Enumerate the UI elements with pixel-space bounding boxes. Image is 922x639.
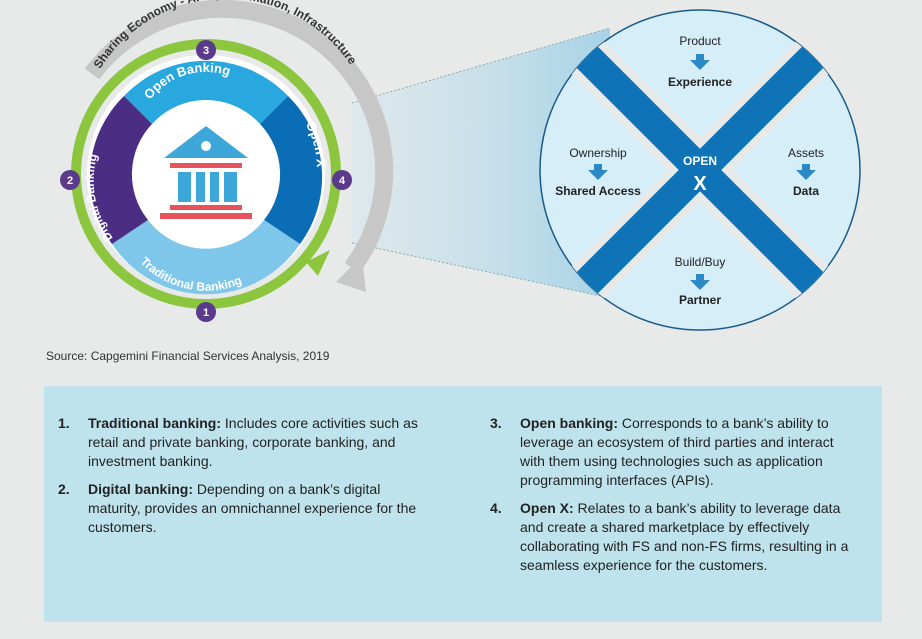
definition-number: 4. [490, 500, 502, 516]
definition-item: 3. Open banking: Corresponds to a bank’s … [490, 414, 860, 490]
quadrant-top-from: Product [679, 34, 721, 48]
source-note: Source: Capgemini Financial Services Ana… [46, 349, 330, 363]
definition-term: Open banking: [520, 415, 618, 431]
badge-4: 4 [332, 170, 352, 190]
definition-number: 2. [58, 481, 70, 497]
quadrant-left-from: Ownership [569, 146, 627, 160]
quadrant-bottom-to: Partner [679, 293, 721, 307]
connector-line-top [351, 27, 611, 104]
definitions-column-right: 3. Open banking: Corresponds to a bank’s … [490, 414, 860, 584]
definition-text: Corresponds to a bank’s ability to lever… [520, 415, 834, 488]
open-x-diagram: Sharing Economy - APIS, Information, Inf… [60, 0, 861, 331]
open-x-center-bottom: X [693, 173, 707, 195]
svg-text:1: 1 [203, 307, 209, 319]
quadrant-right-from: Assets [788, 146, 824, 160]
quadrant-bottom-from: Build/Buy [675, 255, 726, 269]
banking-rings [89, 60, 323, 295]
ring-digital-banking [89, 96, 152, 244]
definition-term: Open X: [520, 500, 574, 516]
badge-1: 1 [196, 302, 216, 322]
definitions-box: 1. Traditional banking: Includes core act… [44, 386, 882, 622]
badge-2: 2 [60, 170, 80, 190]
open-x-center-top: OPEN [683, 154, 717, 168]
quadrant-right-to: Data [793, 184, 819, 198]
arrow-down-icon [588, 164, 608, 180]
ring-open-x [260, 96, 323, 244]
badge-3: 3 [196, 40, 216, 60]
definition-term: Traditional banking: [88, 415, 222, 431]
arrow-down-icon [690, 274, 710, 290]
definition-number: 1. [58, 415, 70, 431]
inner-circle [134, 100, 278, 244]
definition-number: 3. [490, 415, 502, 431]
svg-text:4: 4 [339, 175, 346, 187]
definition-item: 4. Open X: Relates to a bank’s ability to… [490, 499, 860, 575]
ring-traditional-banking [112, 220, 300, 295]
ring-open-banking [124, 60, 288, 124]
sharing-economy-arc [84, 0, 394, 292]
definition-text: Includes core activities such as retail … [88, 415, 418, 469]
definition-text: Relates to a bank’s ability to leverage … [520, 500, 849, 573]
definition-term: Digital banking: [88, 481, 193, 497]
quadrant-top-to: Experience [668, 75, 732, 89]
definitions-column-left: 1. Traditional banking: Includes core act… [58, 414, 428, 546]
bank-icon [160, 126, 252, 219]
green-ring-arrow [306, 250, 330, 276]
definition-text: Depending on a bank’s digital maturity, … [88, 481, 417, 535]
svg-text:2: 2 [67, 175, 73, 187]
open-x-circle [539, 9, 861, 331]
definition-item: 2. Digital banking: Depending on a bank’s… [58, 480, 428, 537]
arrow-down-icon [796, 164, 816, 180]
quadrant-left-to: Shared Access [555, 184, 641, 198]
arrow-down-icon [690, 54, 710, 70]
connector-beam [352, 28, 610, 298]
svg-text:3: 3 [203, 45, 209, 57]
definition-item: 1. Traditional banking: Includes core act… [58, 414, 428, 471]
